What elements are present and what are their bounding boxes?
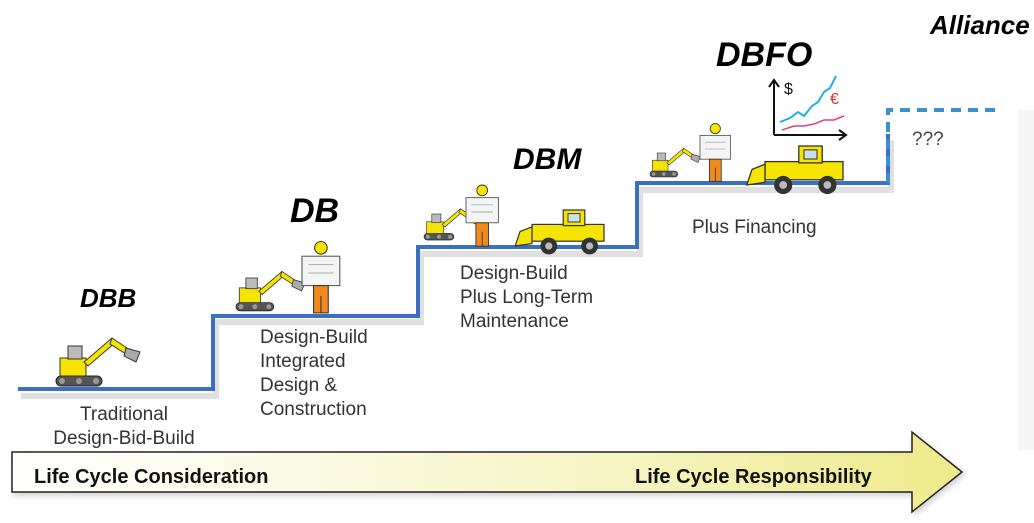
- stage-desc-db-line-1: Design-Build: [260, 327, 368, 348]
- dbm-worker-illustration: [465, 184, 499, 247]
- stage-desc-dbm-line-3: Maintenance: [460, 311, 569, 332]
- stage-desc-db-line-4: Construction: [260, 399, 367, 420]
- dbfo-loader-illustration: [746, 145, 844, 195]
- stage-title-dbfo: DBFO: [716, 36, 813, 74]
- stage-desc-dbm: Design-Build Plus Long-Term Maintenance: [460, 262, 593, 334]
- life-cycle-arrow: [11, 430, 964, 514]
- staircase-shadow: [21, 140, 894, 399]
- alliance-dashed-line: [886, 108, 995, 183]
- stage-desc-alliance: ???: [912, 128, 944, 152]
- stage-desc-dbfo-line-1: Plus Financing: [692, 217, 817, 238]
- euro-trend-line: [781, 115, 845, 131]
- stage-title-alliance: Alliance: [930, 10, 1030, 40]
- stage-desc-dbfo: Plus Financing: [692, 216, 817, 240]
- stage-title-dbb: DBB: [80, 283, 137, 313]
- dbfo-worker-illustration: [699, 123, 732, 182]
- staircase-line: [18, 134, 890, 391]
- stage-desc-db-line-2: Integrated: [260, 351, 346, 372]
- stage-desc-dbb-line-2: Design-Bid-Build: [53, 428, 195, 449]
- stage-desc-dbb: Traditional Design-Bid-Build: [26, 403, 222, 451]
- stage-desc-dbb-line-1: Traditional: [79, 404, 168, 425]
- arrow-label-responsibility: Life Cycle Responsibility: [635, 466, 872, 488]
- dollar-symbol: $: [784, 81, 793, 98]
- db-worker-illustration: [301, 240, 341, 314]
- dbb-excavator-illustration: [55, 337, 141, 387]
- arrow-label-consideration: Life Cycle Consideration: [34, 466, 269, 488]
- stage-desc-alliance-line-1: ???: [912, 129, 944, 150]
- db-excavator-illustration: [235, 271, 306, 312]
- euro-symbol: €: [830, 91, 839, 108]
- stage-desc-dbm-line-1: Design-Build: [460, 263, 568, 284]
- dollar-trend-line: [779, 75, 837, 123]
- dbfo-excavator-illustration: [649, 147, 701, 178]
- stage-desc-dbm-line-2: Plus Long-Term: [460, 287, 594, 308]
- stage-title-db: DB: [290, 192, 340, 230]
- stage-desc-db: Design-Build Integrated Design & Constru…: [260, 326, 368, 422]
- alliance-panel-shadow: [1018, 110, 1034, 450]
- finance-mini-chart: $ €: [768, 75, 848, 141]
- stage-title-dbm: DBM: [513, 143, 582, 176]
- stage-desc-db-line-3: Design &: [260, 375, 338, 396]
